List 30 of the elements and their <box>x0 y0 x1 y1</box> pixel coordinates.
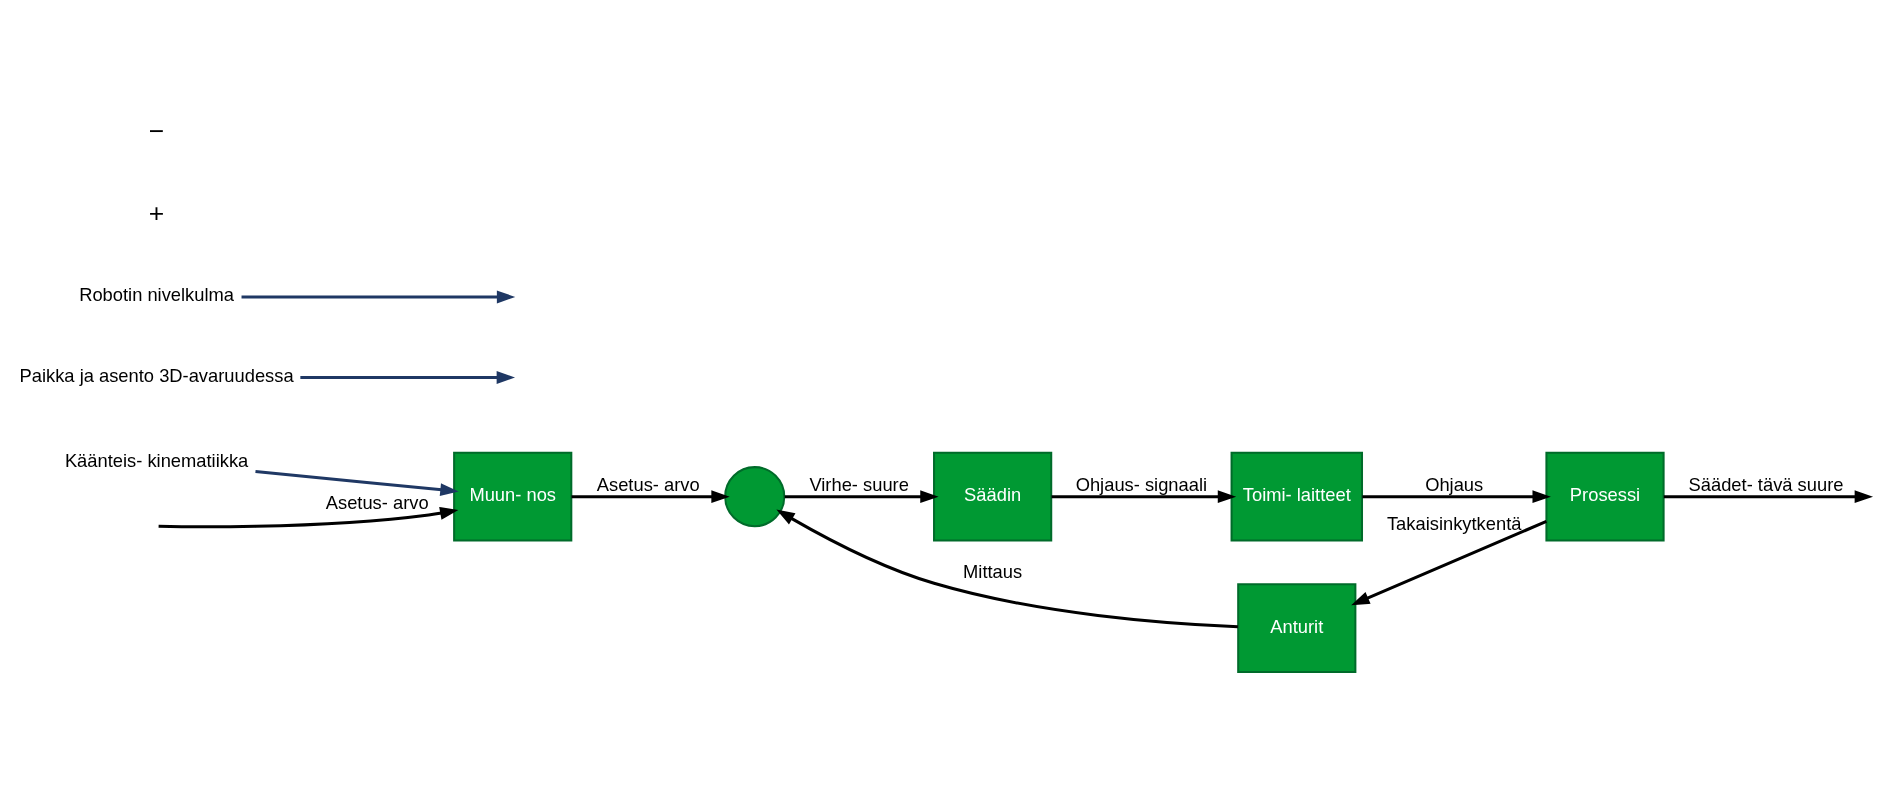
arrow <box>255 470 459 497</box>
arrow <box>241 290 516 304</box>
arrow <box>1663 490 1874 504</box>
node-text: Käänteis- kinematiikka <box>64 449 249 471</box>
node-circle <box>724 466 786 528</box>
edge-label: Ohjaus <box>1425 473 1484 495</box>
label: + <box>148 197 165 228</box>
node-box: Säädin <box>933 451 1053 542</box>
edge-label: Ohjaus- signaali <box>1075 473 1208 495</box>
edge-label: Asetus- arvo <box>596 473 700 495</box>
label: − <box>148 116 165 147</box>
arrow <box>784 490 939 504</box>
node-box: Toimi- laitteet <box>1230 451 1363 542</box>
arrow <box>300 371 516 384</box>
arrow <box>1362 490 1551 504</box>
node-box: Anturit <box>1237 583 1357 673</box>
arrow <box>571 490 730 504</box>
node-text: Paikka ja asento 3D-avaruudessa <box>19 364 294 386</box>
arrow <box>158 506 459 529</box>
edge-label: Takaisinkytkentä <box>1386 512 1522 534</box>
edge-label: Asetus- arvo <box>325 492 429 514</box>
node-box: Prosessi <box>1545 451 1665 542</box>
edge-label: Säädet- tävä suure <box>1688 473 1844 495</box>
arrow <box>1051 490 1237 504</box>
arrow <box>1351 520 1547 606</box>
node-text: Robotin nivelkulma <box>79 284 235 306</box>
arrow <box>776 509 1238 629</box>
node-box: Muun- nos <box>453 451 573 542</box>
edge-label: Virhe- suure <box>809 473 909 495</box>
edge-label: Mittaus <box>963 560 1023 582</box>
